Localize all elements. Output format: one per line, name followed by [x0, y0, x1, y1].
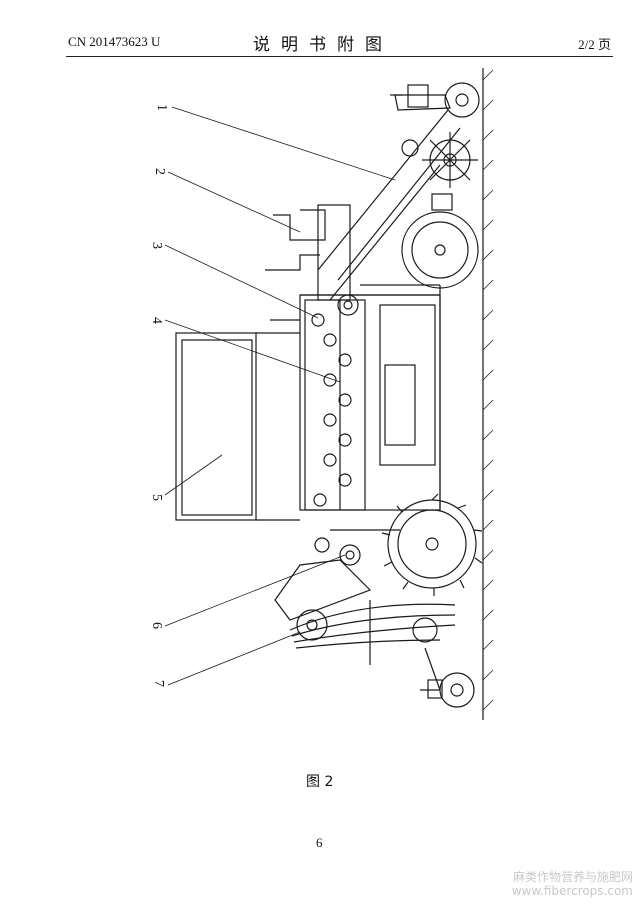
watermark-title: 麻类作物营养与施肥网 — [512, 870, 633, 884]
page-indicator: 2/2 页 — [578, 37, 611, 52]
callout-5: 5 — [149, 494, 164, 501]
ground-hatching — [482, 69, 494, 711]
bottom-gauge-wheel — [420, 647, 475, 708]
section-title: 说明书附图 — [253, 35, 393, 55]
patent-number: CN 201473623 U — [68, 34, 161, 49]
callout-4: 4 — [149, 317, 164, 324]
inclined-conveyor — [317, 109, 461, 301]
callout-leaders — [164, 106, 396, 686]
collection-bin — [175, 319, 300, 521]
main-chassis — [299, 284, 441, 511]
patent-drawing: 1 2 3 4 5 6 7 — [149, 68, 494, 720]
callout-2: 2 — [152, 168, 167, 175]
header-rule — [66, 56, 613, 57]
watermark-url: www.fibercrops.com — [511, 884, 633, 898]
callout-1: 1 — [154, 104, 169, 111]
site-watermark: 麻类作物营养与施肥网 www.fibercrops.com — [512, 870, 633, 898]
rear-drive-wheel — [381, 493, 483, 596]
front-wheel — [401, 211, 479, 289]
operator-seat — [265, 204, 351, 301]
callout-6: 6 — [149, 622, 164, 629]
figure-caption: 图 2 — [306, 774, 334, 790]
top-gauge-wheel — [390, 82, 480, 118]
vertical-conveyor — [304, 294, 366, 511]
page-number: 6 — [316, 835, 323, 850]
pickup-drum — [422, 132, 478, 188]
rear-header — [274, 559, 456, 665]
callout-7: 7 — [151, 680, 166, 687]
callout-labels: 1 2 3 4 5 6 7 — [149, 104, 169, 687]
transmission-sprockets — [314, 529, 400, 566]
callout-3: 3 — [149, 242, 164, 249]
